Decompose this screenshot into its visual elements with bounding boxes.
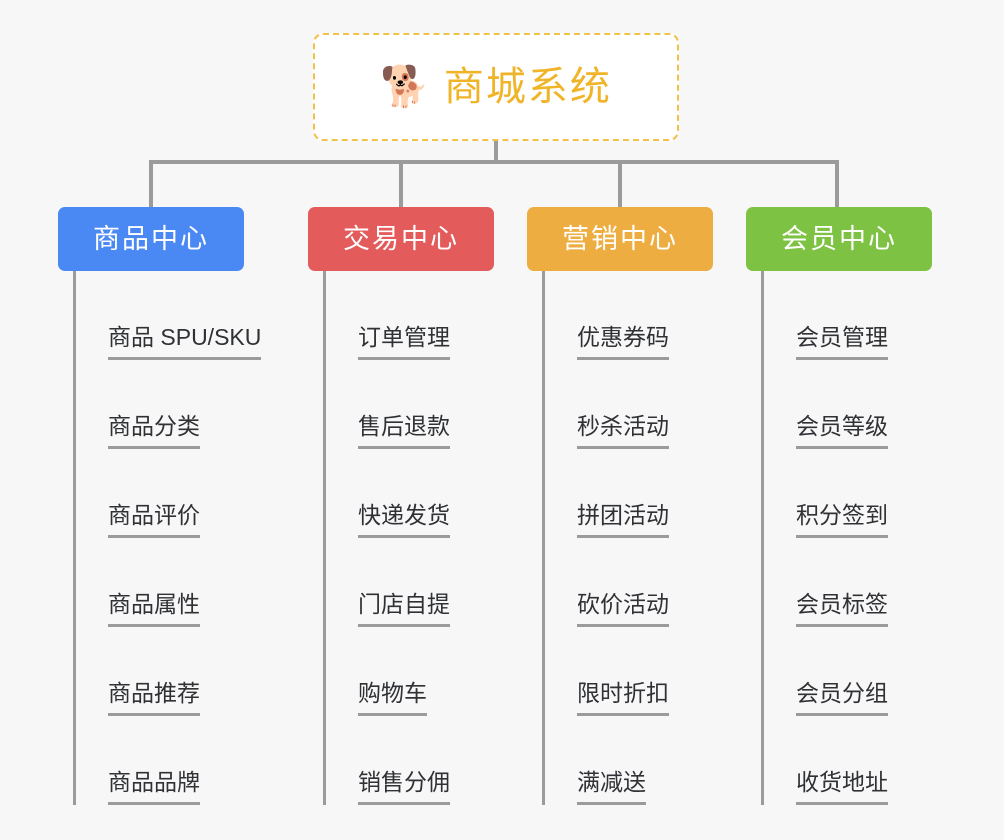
list-item[interactable]: 秒杀活动 — [545, 360, 713, 449]
list-item[interactable]: 销售分佣 — [326, 716, 494, 805]
list-item[interactable]: 商品品牌 — [76, 716, 244, 805]
connector-drop-1 — [149, 160, 153, 208]
leaf-label: 收货地址 — [796, 769, 888, 805]
leaf-label: 快递发货 — [358, 502, 450, 538]
list-item[interactable]: 会员等级 — [764, 360, 932, 449]
leaf-label: 满减送 — [577, 769, 646, 805]
leaf-label: 购物车 — [358, 680, 427, 716]
leaf-label: 砍价活动 — [577, 591, 669, 627]
leaf-label: 商品评价 — [108, 502, 200, 538]
connector-drop-3 — [618, 160, 622, 208]
list-item[interactable]: 售后退款 — [326, 360, 494, 449]
leaf-list-4: 会员管理 会员等级 积分签到 会员标签 会员分组 收货地址 — [761, 271, 932, 805]
list-item[interactable]: 会员标签 — [764, 538, 932, 627]
leaf-label: 优惠券码 — [577, 324, 669, 360]
list-item[interactable]: 收货地址 — [764, 716, 932, 805]
leaf-label: 门店自提 — [358, 591, 450, 627]
leaf-list-2: 订单管理 售后退款 快递发货 门店自提 购物车 销售分佣 — [323, 271, 494, 805]
branch-column-1: 商品中心 商品 SPU/SKU 商品分类 商品评价 商品属性 商品推荐 商品品牌 — [58, 207, 262, 805]
list-item[interactable]: 门店自提 — [326, 538, 494, 627]
list-item[interactable]: 商品推荐 — [76, 627, 244, 716]
leaf-label: 售后退款 — [358, 413, 450, 449]
category-box-1[interactable]: 商品中心 — [58, 207, 244, 271]
category-label-2: 交易中心 — [343, 223, 459, 254]
list-item[interactable]: 砍价活动 — [545, 538, 713, 627]
leaf-label: 商品属性 — [108, 591, 200, 627]
list-item[interactable]: 商品分类 — [76, 360, 244, 449]
list-item[interactable]: 快递发货 — [326, 449, 494, 538]
leaf-label: 拼团活动 — [577, 502, 669, 538]
branch-column-3: 营销中心 优惠券码 秒杀活动 拼团活动 砍价活动 限时折扣 满减送 — [527, 207, 713, 805]
leaf-label: 会员分组 — [796, 680, 888, 716]
connector-drop-4 — [835, 160, 839, 208]
list-item[interactable]: 限时折扣 — [545, 627, 713, 716]
list-item[interactable]: 商品 SPU/SKU — [76, 271, 262, 360]
leaf-label: 积分签到 — [796, 502, 888, 538]
leaf-label: 商品分类 — [108, 413, 200, 449]
category-label-3: 营销中心 — [562, 223, 678, 254]
list-item[interactable]: 购物车 — [326, 627, 494, 716]
list-item[interactable]: 会员管理 — [764, 271, 932, 360]
connector-bus — [149, 160, 839, 164]
leaf-label: 商品推荐 — [108, 680, 200, 716]
branch-column-2: 交易中心 订单管理 售后退款 快递发货 门店自提 购物车 销售分佣 — [308, 207, 494, 805]
list-item[interactable]: 满减送 — [545, 716, 713, 805]
category-box-2[interactable]: 交易中心 — [308, 207, 494, 271]
dog-face-icon: 🐕 — [380, 65, 430, 109]
leaf-label: 会员等级 — [796, 413, 888, 449]
root-title: 商城系统 — [443, 65, 612, 109]
leaf-list-3: 优惠券码 秒杀活动 拼团活动 砍价活动 限时折扣 满减送 — [542, 271, 713, 805]
leaf-label: 销售分佣 — [358, 769, 450, 805]
list-item[interactable]: 会员分组 — [764, 627, 932, 716]
root-node[interactable]: 🐕 商城系统 — [313, 33, 679, 141]
connector-drop-2 — [399, 160, 403, 208]
leaf-label: 订单管理 — [358, 324, 450, 360]
connector-root-stub — [494, 141, 498, 164]
category-box-4[interactable]: 会员中心 — [746, 207, 932, 271]
list-item[interactable]: 商品属性 — [76, 538, 244, 627]
leaf-label: 商品品牌 — [108, 769, 200, 805]
leaf-label: 商品 SPU/SKU — [108, 324, 262, 360]
leaf-label: 限时折扣 — [577, 680, 669, 716]
list-item[interactable]: 优惠券码 — [545, 271, 713, 360]
leaf-label: 秒杀活动 — [577, 413, 669, 449]
leaf-label: 会员标签 — [796, 591, 888, 627]
list-item[interactable]: 订单管理 — [326, 271, 494, 360]
branch-column-4: 会员中心 会员管理 会员等级 积分签到 会员标签 会员分组 收货地址 — [746, 207, 932, 805]
list-item[interactable]: 商品评价 — [76, 449, 244, 538]
list-item[interactable]: 积分签到 — [764, 449, 932, 538]
category-box-3[interactable]: 营销中心 — [527, 207, 713, 271]
category-label-4: 会员中心 — [781, 223, 897, 254]
category-label-1: 商品中心 — [93, 223, 209, 254]
leaf-list-1: 商品 SPU/SKU 商品分类 商品评价 商品属性 商品推荐 商品品牌 — [73, 271, 262, 805]
leaf-label: 会员管理 — [796, 324, 888, 360]
list-item[interactable]: 拼团活动 — [545, 449, 713, 538]
